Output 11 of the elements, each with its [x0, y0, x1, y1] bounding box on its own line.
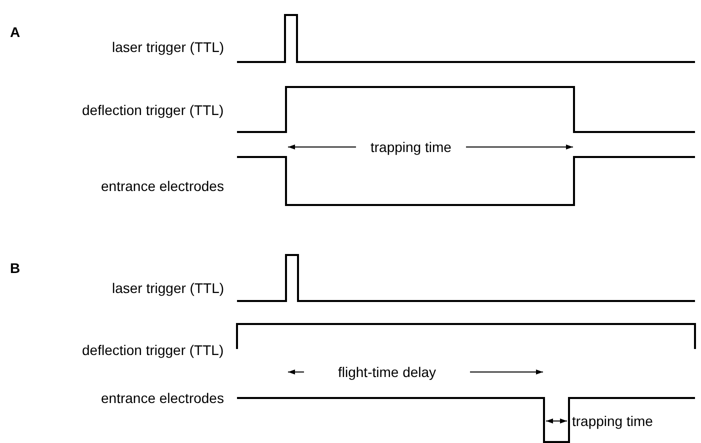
- signal-label: laser trigger (TTL): [112, 39, 224, 55]
- signal-label: deflection trigger (TTL): [82, 102, 224, 118]
- panel-label: B: [10, 260, 20, 276]
- signal-label: laser trigger (TTL): [112, 280, 224, 296]
- signal-label: deflection trigger (TTL): [82, 342, 224, 358]
- signal-label: entrance electrodes: [101, 178, 224, 194]
- signal-label: entrance electrodes: [101, 390, 224, 406]
- dimension-label: flight-time delay: [338, 364, 436, 380]
- dimension-label: trapping time: [572, 413, 653, 429]
- dimension-label: trapping time: [370, 139, 452, 155]
- panel-label: A: [10, 24, 20, 40]
